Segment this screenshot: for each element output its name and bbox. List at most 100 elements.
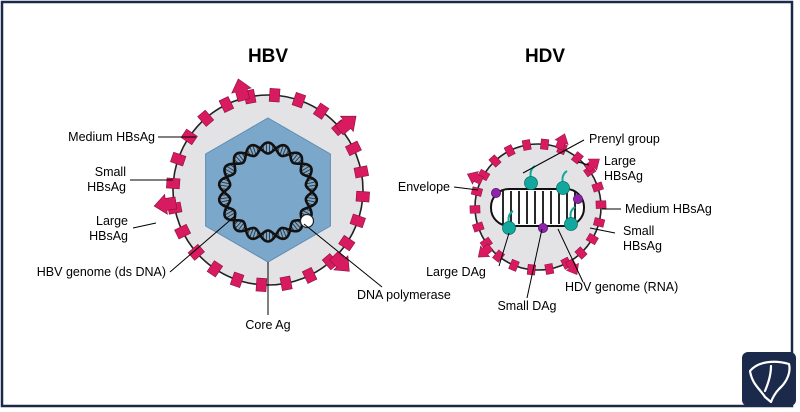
hbv-small-hbsag-label-line1: Small <box>95 165 126 179</box>
large-dag-teal <box>564 217 578 231</box>
dna-basepair <box>219 184 230 188</box>
dna-basepair <box>252 145 257 156</box>
hbsag-protein <box>170 151 187 167</box>
dna-basepair <box>293 220 302 229</box>
hbsag-protein <box>279 275 293 291</box>
dna-basepair <box>219 181 231 185</box>
dna-polymerase-dot <box>299 213 315 229</box>
large-dag-teal <box>524 176 538 190</box>
dna-basepair <box>279 228 284 239</box>
dna-basepair <box>219 199 231 203</box>
hdv-hbsag-protein <box>508 258 520 272</box>
hbsag-protein <box>312 102 330 120</box>
dna-basepair <box>219 196 230 200</box>
hdv-hbsag-protein <box>521 139 532 151</box>
hbsag-protein <box>291 92 307 109</box>
hbsag-protein <box>349 213 366 229</box>
large-dag-teal <box>556 181 570 195</box>
hdv-genome-rna-rod <box>490 188 585 227</box>
small-dag-purple <box>573 193 584 204</box>
large-hbsag-spike <box>334 115 357 136</box>
small-dag-purple <box>538 222 549 233</box>
hbsag-protein <box>229 271 245 288</box>
dna-basepair <box>301 209 312 216</box>
hdv-large-hbsag-spike <box>554 133 569 151</box>
hdv-small-dag-label: Small DAg <box>497 299 556 313</box>
hbv-large-hbsag-label-line2: HBsAg <box>89 229 128 243</box>
dna-basepair <box>224 209 235 216</box>
hdv-title: HDV <box>525 46 565 67</box>
hbsag-protein <box>218 96 235 114</box>
hbsag-protein <box>355 190 370 203</box>
hdv-hbsag-protein <box>488 154 502 168</box>
hdv-hbsag-protein <box>469 205 481 214</box>
hdv-medium-hbsag-label: Medium HBsAg <box>625 202 712 216</box>
dna-basepair <box>293 155 302 164</box>
hdv-hbsag-protein <box>574 246 588 260</box>
hbv-dna-polymerase-label: DNA polymerase <box>357 288 451 302</box>
dna-basepair <box>249 146 254 157</box>
hbv-surface-proteins <box>153 78 370 292</box>
large-dag-teal <box>502 221 516 235</box>
dna-basepair <box>225 212 236 219</box>
hdv-hbsag-protein <box>540 138 550 150</box>
liver-icon <box>748 360 791 404</box>
dna-basepair <box>306 196 317 200</box>
hdv-large-hbsag-label-line1: Large <box>604 154 636 168</box>
hdv-small-hbsag-label-line1: Small <box>623 224 654 238</box>
liver-logo <box>742 352 796 406</box>
hbsag-protein <box>197 109 215 127</box>
hbv-virion <box>153 78 370 292</box>
dna-basepair <box>225 165 236 172</box>
hdv-large-hbsag-spike <box>466 171 484 185</box>
hdv-hbsag-protein <box>570 151 584 165</box>
dna-strand <box>217 141 319 241</box>
hbsag-protein <box>174 223 192 240</box>
dna-basepair <box>305 181 317 185</box>
hdv-hbsag-protein <box>503 144 516 158</box>
hbv-genome-label: HBV genome (ds DNA) <box>37 265 166 279</box>
dna-basepair <box>306 184 317 188</box>
dna-basepair <box>291 152 299 162</box>
hdv-hbsag-protein <box>472 221 485 233</box>
hdv-large-hbsag-spike <box>477 243 494 258</box>
hbsag-protein <box>255 277 268 292</box>
hbsag-protein <box>187 243 205 261</box>
hdv-surface-proteins <box>466 133 607 276</box>
hbv-medium-hbsag-label: Medium HBsAg <box>68 130 155 144</box>
hbsag-protein <box>268 88 281 103</box>
hdv-hbsag-protein <box>593 217 606 228</box>
dna-basepair <box>300 165 311 172</box>
hdv-leaders <box>453 139 621 299</box>
hbsag-protein <box>338 234 356 252</box>
dna-basepair <box>237 222 245 232</box>
hbv-leaders <box>130 136 383 315</box>
hdv-large-hbsag-spike <box>584 158 600 173</box>
hbv-genome-helix <box>217 141 319 243</box>
hbv-core-ag-label: Core Ag <box>245 318 290 332</box>
dna-basepair <box>234 220 243 229</box>
hdv-large-hbsag-label-line2: HBsAg <box>604 169 643 183</box>
hbsag-protein <box>301 266 318 284</box>
hbv-title: HBV <box>248 46 288 67</box>
dna-basepair <box>252 228 257 239</box>
hbv-large-hbsag-label-line1: Large <box>96 214 128 228</box>
dna-basepair <box>291 222 299 232</box>
hbsag-protein <box>206 260 224 278</box>
hdv-prenyl-group-label: Prenyl group <box>589 132 660 146</box>
hdv-hbsag-protein <box>585 232 599 246</box>
dna-basepair <box>237 152 245 162</box>
hdv-hbsag-protein <box>544 263 555 275</box>
hbsag-protein <box>166 177 181 190</box>
hbsag-protein <box>344 140 362 157</box>
hbv-small-hbsag-label-line2: HBsAg <box>87 180 126 194</box>
dna-basepair <box>282 227 287 238</box>
dna-basepair <box>224 168 235 175</box>
dna-basepair <box>282 146 287 157</box>
hdv-envelope-label: Envelope <box>398 180 450 194</box>
hdv-hbsag-protein <box>595 200 607 209</box>
hdv-genome-label: HDV genome (RNA) <box>565 280 678 294</box>
hdv-large-dag-label: Large DAg <box>426 265 486 279</box>
